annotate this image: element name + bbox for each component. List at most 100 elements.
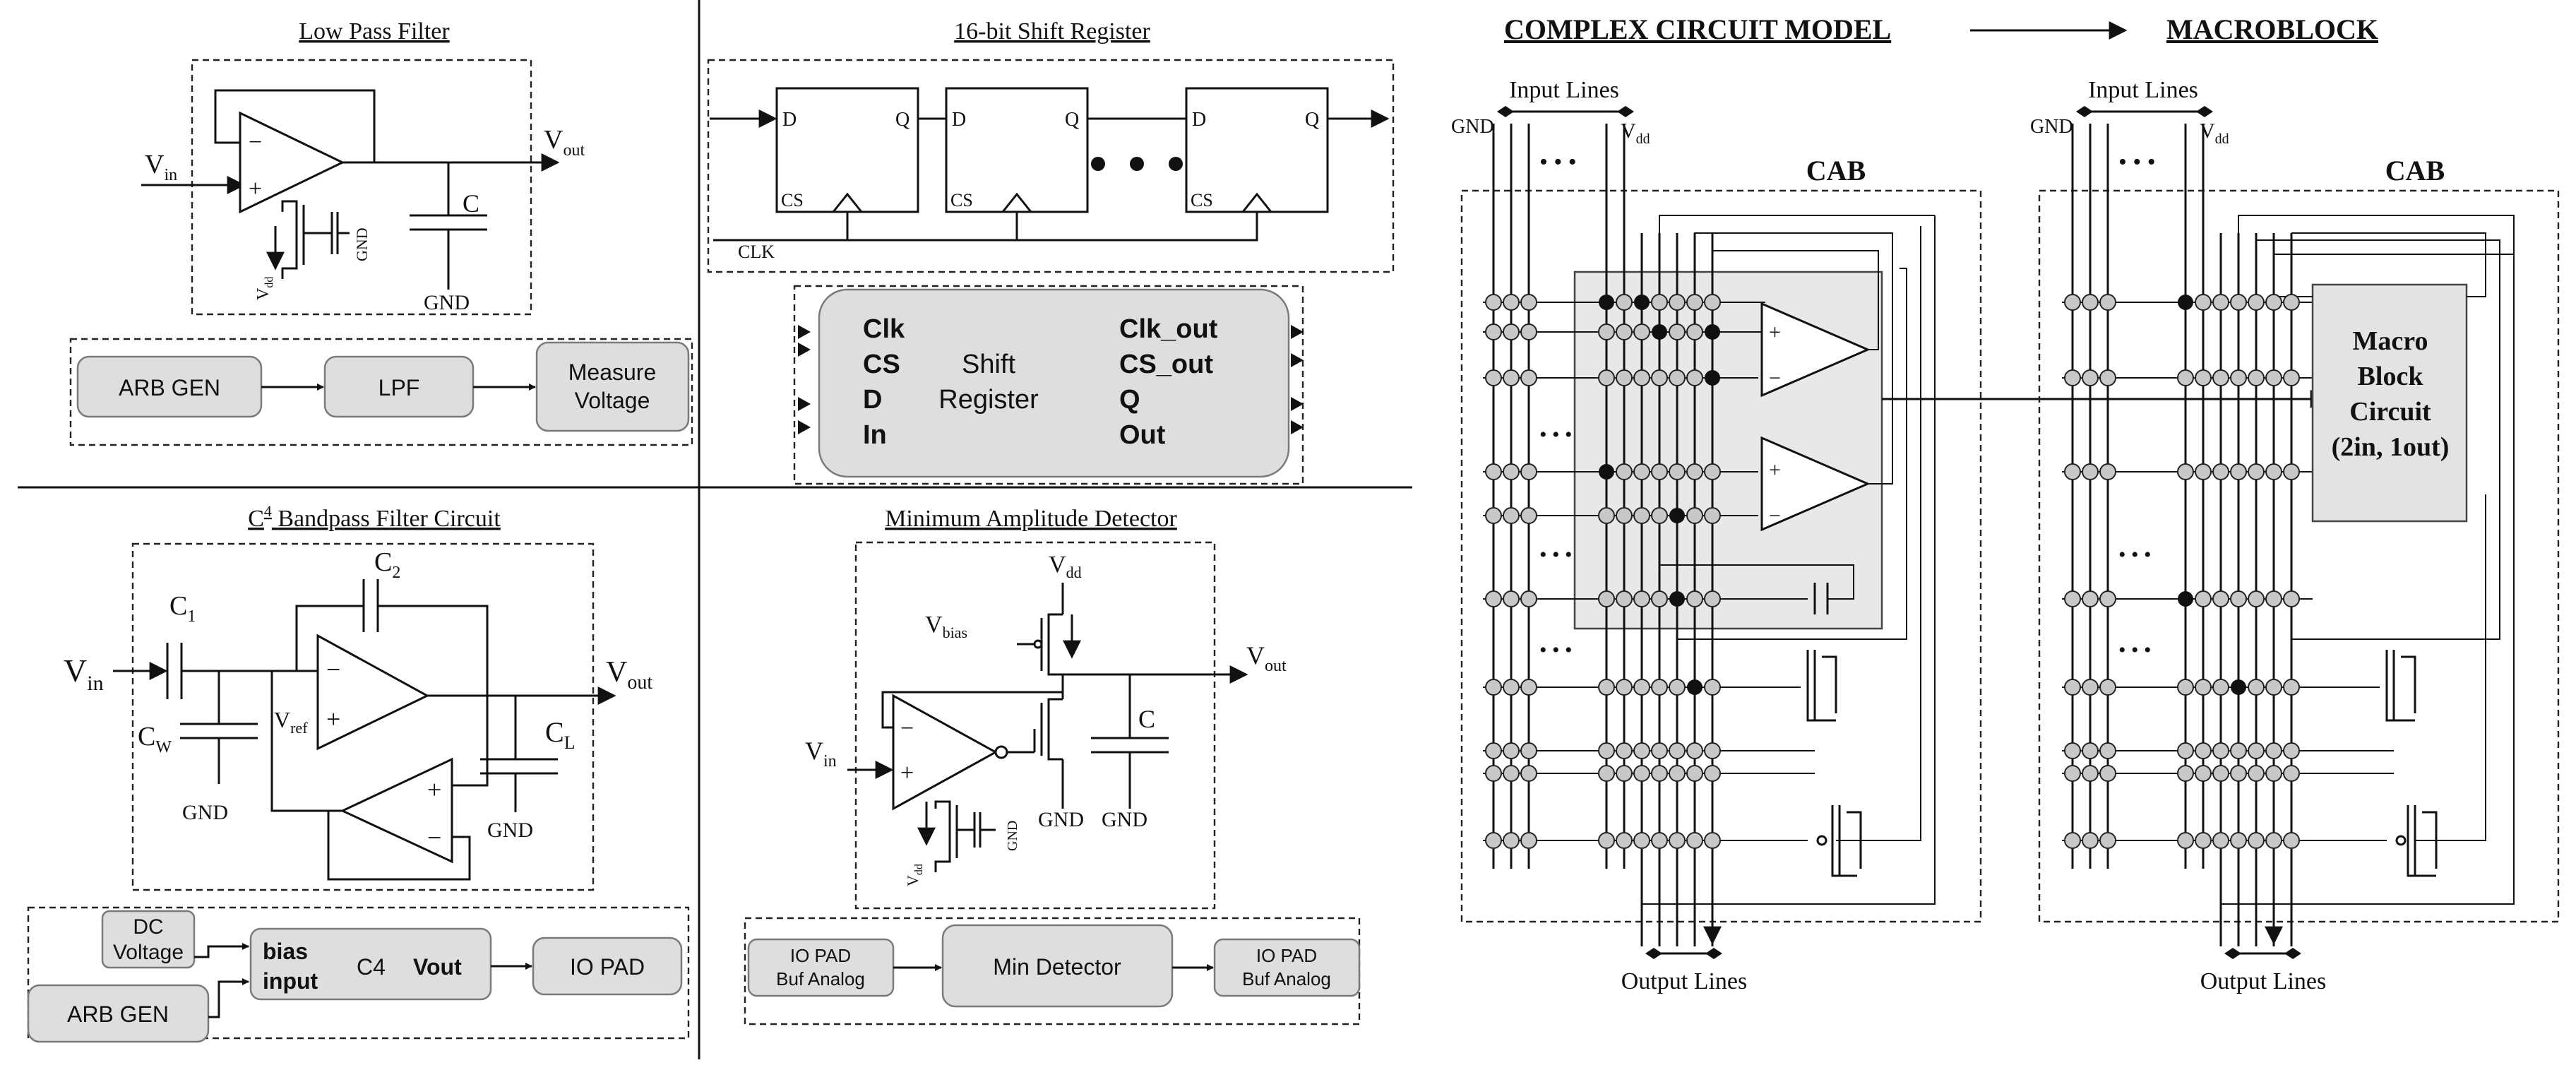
crosspoint-node [2064, 590, 2081, 607]
crosspoint-node [1616, 294, 1633, 311]
c4-arbgen-block [27, 984, 210, 1043]
crosspoint-node [1652, 324, 1667, 340]
crosspoint-node [2178, 591, 2193, 607]
ellipsis-dot-2 [1130, 157, 1144, 171]
crosspoint-node [1651, 765, 1668, 782]
cab-left-input-lines: Input Lines [1509, 77, 1619, 103]
crosspoint-node [1485, 507, 1502, 524]
mad-gnd-2: GND [1102, 808, 1147, 831]
crosspoint-node [1598, 679, 1615, 696]
crosspoint-node [1704, 832, 1721, 849]
crosspoint-node [1485, 679, 1502, 696]
cab-macroblock: Input Lines GND Vdd • • • CAB [2030, 77, 2560, 994]
c4-op1-minus: − [326, 655, 340, 684]
c4-op2-plus: + [427, 775, 441, 804]
crosspoint-node [2064, 294, 2081, 311]
crosspoint-node [1598, 832, 1615, 849]
crosspoint-node [2212, 832, 2229, 849]
crosspoint-node [1503, 294, 1520, 311]
right-header: COMPLEX CIRCUIT MODEL MACROBLOCK [1504, 13, 2378, 45]
crosspoint-node [1633, 369, 1650, 386]
crosspoint-node [1669, 369, 1686, 386]
crosspoint-node [1633, 323, 1650, 340]
min-amplitude-detector-panel: Minimum Amplitude Detector Vdd Vbias Vou… [744, 506, 1361, 1026]
crosspoint-node [1705, 370, 1720, 386]
lpf-title: Low Pass Filter [299, 18, 450, 44]
crosspoint-node [1598, 369, 1615, 386]
crosspoint-node [2212, 294, 2229, 311]
shift-port-clk-out: Clk_out [1119, 314, 1218, 344]
crosspoint-node [2265, 742, 2282, 759]
shift-port-d: D [863, 385, 882, 415]
crosspoint-node [1616, 369, 1633, 386]
crosspoint-node [2082, 765, 2099, 782]
dc-voltage-line1: DC [133, 915, 163, 939]
c4-block-bias: bias [263, 939, 308, 964]
cab-left-dots-2: • • • [1539, 543, 1573, 566]
measure-voltage-line2: Voltage [575, 388, 650, 413]
crosspoint-node [1616, 765, 1633, 782]
cab-left-opamp-2 [1760, 436, 1871, 532]
crosspoint-node [2064, 369, 2081, 386]
vbias-label: Vbias [925, 612, 967, 641]
cab-right-nodes [2064, 294, 2300, 849]
cab-left-dots-top: • • • [1539, 149, 1577, 175]
crosspoint-node [1616, 507, 1633, 524]
crosspoint-node [2265, 679, 2282, 696]
mad-iopad-right-block [1213, 938, 1361, 997]
dc-voltage-line2: Voltage [113, 941, 184, 964]
crosspoint-node [1687, 679, 1703, 695]
mad-iopad-left-line2: Buf Analog [776, 968, 865, 989]
mad-gnd-3: GND [1005, 821, 1020, 851]
crosspoint-node [2230, 742, 2247, 759]
ff1-q: Q [895, 109, 910, 131]
lpf-minus-sign: − [249, 129, 262, 155]
ff2-cs: CS [950, 190, 973, 210]
ellipsis-dot-3 [1169, 157, 1183, 171]
crosspoint-node [2265, 463, 2282, 480]
crosspoint-node [1503, 323, 1520, 340]
crosspoint-node [1669, 679, 1686, 696]
crosspoint-node [2082, 832, 2099, 849]
crosspoint-node [2064, 742, 2081, 759]
crosspoint-node [2283, 765, 2300, 782]
ellipsis-dot-1 [1091, 157, 1105, 171]
macro-text-1: Macro [2353, 326, 2428, 356]
shift-port-clk: Clk [863, 314, 905, 344]
macro-block [2311, 283, 2468, 523]
ff2-d: D [952, 109, 966, 131]
cab-right-box [2038, 189, 2560, 923]
crosspoint-node [1520, 369, 1537, 386]
cab-left-gnd: GND [1451, 116, 1494, 138]
crosspoint-node [1704, 742, 1721, 759]
crosspoint-node [1686, 294, 1703, 311]
lpf-dashed-box [191, 59, 532, 316]
shift-port-cs: CS [863, 350, 900, 379]
crosspoint-node [1520, 507, 1537, 524]
crosspoint-node [1651, 507, 1668, 524]
measure-voltage-line1: Measure [568, 359, 657, 385]
crosspoint-node [1520, 742, 1537, 759]
crosspoint-node [1485, 832, 1502, 849]
crosspoint-node [2064, 463, 2081, 480]
c4-title: C4 Bandpass Filter Circuit [248, 502, 501, 532]
shift-block-area [793, 285, 1304, 485]
crosspoint-node [1704, 463, 1721, 480]
cab-left-dots-3: • • • [1539, 638, 1573, 662]
ff2-q: Q [1065, 109, 1079, 131]
crosspoint-node [2177, 832, 2194, 849]
crosspoint-node [1705, 324, 1720, 340]
crosspoint-node [1669, 765, 1686, 782]
crosspoint-node [1485, 294, 1502, 311]
lpf-arbgen-label: ARB GEN [119, 375, 220, 400]
shift-name-line2: Register [938, 385, 1039, 415]
mad-cap-label: C [1138, 705, 1155, 733]
crosspoint-node [1651, 463, 1668, 480]
crosspoint-node [1485, 765, 1502, 782]
ff1-cs: CS [781, 190, 804, 210]
macro-text-3: Circuit [2349, 397, 2431, 427]
crosspoint-node [1633, 463, 1650, 480]
crosspoint-node [2212, 590, 2229, 607]
crosspoint-node [2177, 369, 2194, 386]
shift-port-cs-out: CS_out [1119, 350, 1213, 379]
